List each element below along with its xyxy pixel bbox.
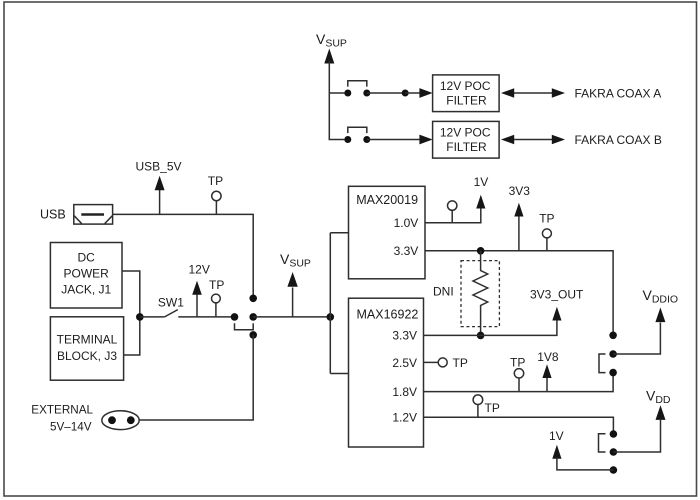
svg-text:1.0V: 1.0V (394, 216, 419, 230)
svg-text:3.3V: 3.3V (392, 329, 417, 343)
svg-text:TP: TP (209, 278, 224, 292)
svg-text:VDD: VDD (646, 387, 671, 406)
svg-text:EXTERNAL: EXTERNAL (31, 403, 93, 416)
svg-text:3.3V: 3.3V (394, 244, 419, 258)
svg-text:VDDIO: VDDIO (643, 287, 679, 306)
svg-text:12V: 12V (189, 262, 210, 276)
svg-text:MAX16922: MAX16922 (357, 307, 419, 321)
svg-text:FILTER: FILTER (446, 140, 487, 154)
svg-text:BLOCK, J3: BLOCK, J3 (57, 349, 117, 363)
svg-text:1V8: 1V8 (537, 350, 559, 364)
svg-text:12V POC: 12V POC (440, 79, 491, 93)
svg-text:TP: TP (453, 356, 468, 370)
svg-text:JACK, J1: JACK, J1 (61, 283, 111, 297)
svg-text:FAKRA COAX A: FAKRA COAX A (575, 86, 662, 100)
svg-text:TERMINAL: TERMINAL (57, 332, 118, 346)
svg-text:TP: TP (539, 211, 554, 225)
svg-text:POWER: POWER (64, 266, 110, 280)
svg-text:TP: TP (510, 356, 525, 370)
svg-text:TP: TP (208, 174, 223, 188)
svg-text:SW1: SW1 (158, 296, 184, 310)
svg-text:1V: 1V (474, 175, 489, 189)
svg-text:3V3: 3V3 (509, 184, 531, 198)
svg-text:FAKRA COAX B: FAKRA COAX B (575, 133, 662, 147)
svg-text:VSUP: VSUP (280, 251, 311, 270)
svg-text:1V: 1V (549, 429, 564, 443)
svg-text:USB_5V: USB_5V (136, 160, 182, 174)
svg-text:1.2V: 1.2V (392, 411, 417, 425)
svg-text:5V–14V: 5V–14V (50, 420, 92, 433)
svg-text:TP: TP (485, 401, 500, 415)
svg-text:FILTER: FILTER (446, 93, 487, 107)
svg-text:USB: USB (40, 207, 66, 221)
svg-text:VSUP: VSUP (316, 31, 347, 50)
svg-text:12V POC: 12V POC (440, 125, 491, 139)
svg-text:MAX20019: MAX20019 (356, 193, 418, 207)
svg-text:2.5V: 2.5V (392, 356, 417, 370)
svg-text:DNI: DNI (433, 285, 454, 299)
svg-text:3V3_OUT: 3V3_OUT (530, 287, 584, 301)
svg-text:DC: DC (78, 250, 96, 264)
svg-text:1.8V: 1.8V (392, 385, 417, 399)
